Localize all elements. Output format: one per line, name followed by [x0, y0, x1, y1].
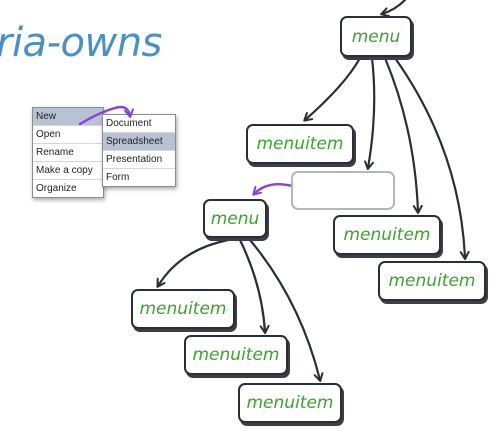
- menuitem-node-owned-1: menuitem: [131, 289, 235, 329]
- menuitem-node-top-3: menuitem: [378, 261, 486, 301]
- edge-incoming: [380, 0, 407, 18]
- new-submenu-illustration: Document Spreadsheet Presentation Form: [102, 114, 176, 187]
- page-title: ria-owns: [0, 20, 162, 66]
- submenu-item-form[interactable]: Form: [103, 168, 175, 186]
- submenu-item-spreadsheet[interactable]: Spreadsheet: [103, 132, 175, 150]
- submenu-item-presentation[interactable]: Presentation: [103, 150, 175, 168]
- menu-node-top: menu: [340, 16, 412, 57]
- menu-item-make-a-copy[interactable]: Make a copy: [33, 161, 103, 179]
- menuitem-node-owned-2: menuitem: [184, 335, 288, 375]
- edge-menu-to-ghost: [364, 56, 376, 170]
- menu-item-open[interactable]: Open: [33, 125, 103, 143]
- menuitem-node-top-1: menuitem: [246, 124, 354, 164]
- submenu-item-document[interactable]: Document: [106, 118, 152, 129]
- menuitem-node-top-2: menuitem: [333, 215, 441, 255]
- edge-menu-to-menuitem-3: [393, 56, 470, 260]
- edge-owned-menu-to-menuitem-2: [238, 238, 270, 334]
- edge-owned-menu-to-menuitem-1: [156, 238, 230, 288]
- edge-owned-menu-to-menuitem-3: [248, 238, 324, 382]
- menu-item-rename[interactable]: Rename: [33, 143, 103, 161]
- menuitem-node-owned-3: menuitem: [238, 383, 342, 423]
- owns-arrow-tree: [252, 183, 294, 196]
- file-menu-illustration: New Open Rename Make a copy Organize: [32, 107, 104, 198]
- menu-node-owned: menu: [203, 199, 267, 238]
- owned-placeholder-box: [291, 171, 395, 210]
- edge-menu-to-menuitem-2: [383, 56, 423, 214]
- owns-arrow-menu: [78, 105, 134, 126]
- menu-item-organize[interactable]: Organize: [33, 179, 103, 197]
- edge-menu-to-menuitem-1: [303, 56, 362, 122]
